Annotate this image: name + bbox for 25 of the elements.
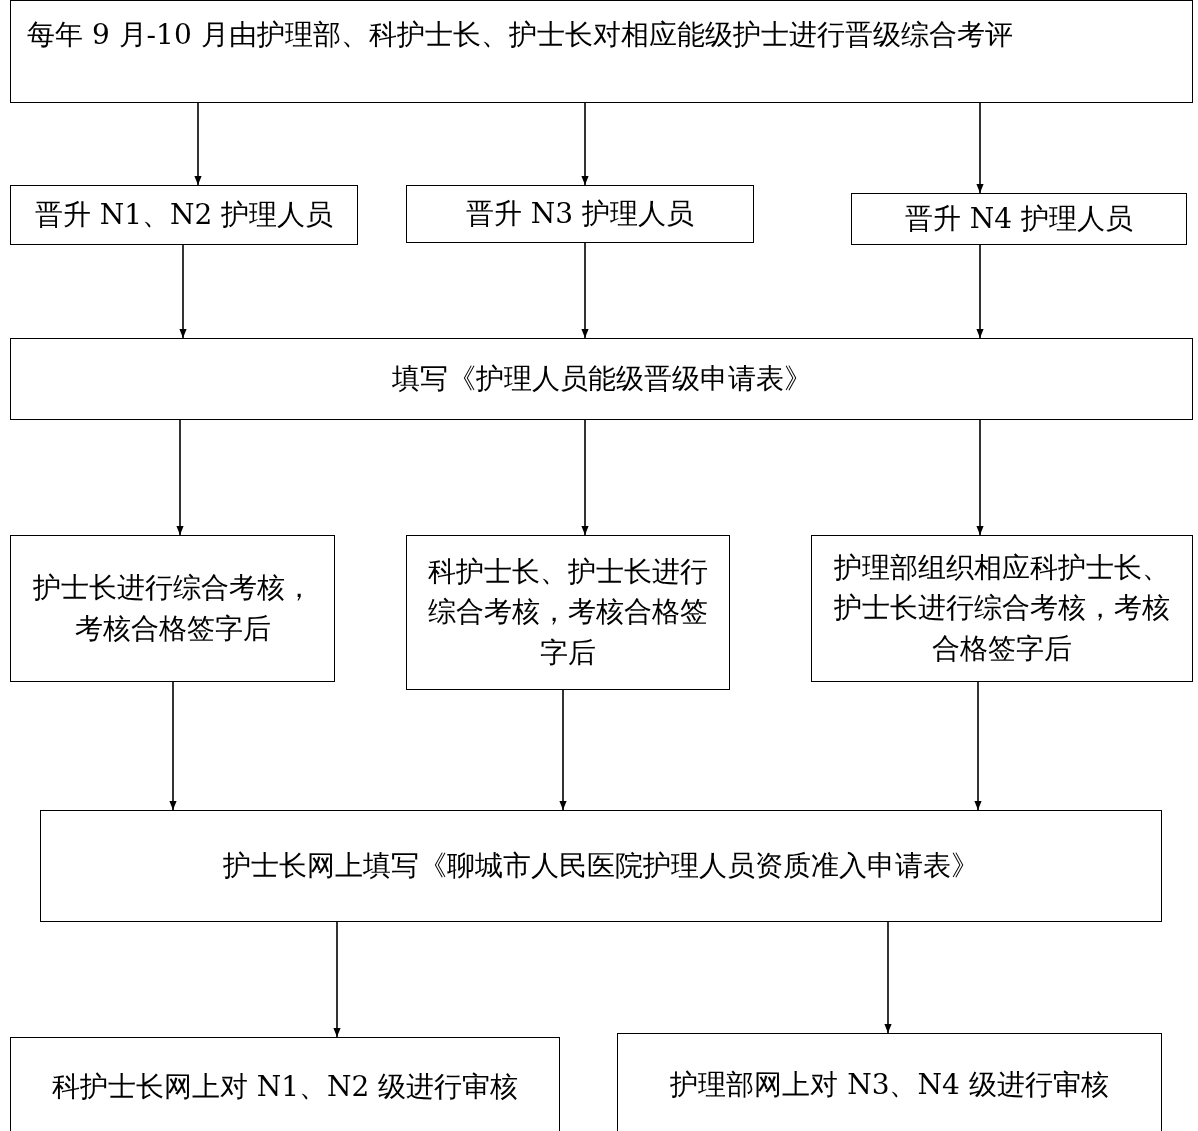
arrow <box>974 681 982 811</box>
arrow <box>976 419 984 536</box>
arrow <box>333 921 341 1038</box>
arrow <box>179 244 187 339</box>
process-box: 护士长网上填写《聊城市人民医院护理人员资质准入申请表》 <box>40 810 1162 922</box>
process-box: 护理部组织相应科护士长、护士长进行综合考核，考核合格签字后 <box>811 535 1193 682</box>
process-box: 晋升 N1、N2 护理人员 <box>10 185 358 245</box>
arrow <box>559 689 567 811</box>
process-box: 科护士长网上对 N1、N2 级进行审核 <box>10 1037 560 1131</box>
process-box: 护士长进行综合考核，考核合格签字后 <box>10 535 335 682</box>
arrow <box>176 419 184 536</box>
arrow <box>581 102 589 186</box>
arrow <box>976 102 984 194</box>
arrow <box>169 681 177 811</box>
process-box: 晋升 N3 护理人员 <box>406 185 754 243</box>
process-box: 科护士长、护士长进行综合考核，考核合格签字后 <box>406 535 730 690</box>
process-box: 晋升 N4 护理人员 <box>851 193 1187 245</box>
arrow <box>976 244 984 339</box>
arrow <box>194 102 202 186</box>
arrow <box>581 242 589 339</box>
process-box: 填写《护理人员能级晋级申请表》 <box>10 338 1193 420</box>
process-box: 每年 9 月-10 月由护理部、科护士长、护士长对相应能级护士进行晋级综合考评 <box>10 0 1193 103</box>
process-box: 护理部网上对 N3、N4 级进行审核 <box>617 1033 1162 1131</box>
arrow <box>884 921 892 1034</box>
arrow <box>581 419 589 536</box>
